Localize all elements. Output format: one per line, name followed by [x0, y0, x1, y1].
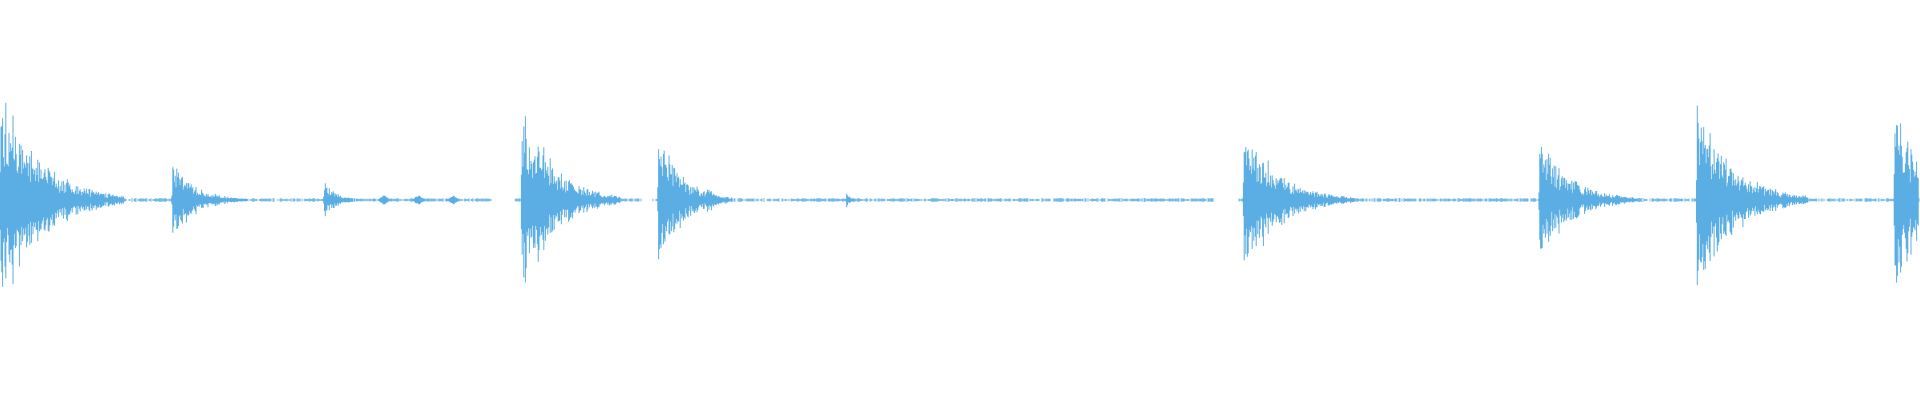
waveform-transients: [0, 102, 1919, 287]
transient-peak-2: [323, 183, 359, 217]
transient-peak-1: [171, 167, 247, 233]
noise-burst-1: [412, 195, 426, 205]
transient-peak-6: [705, 189, 728, 212]
transient-peak-10: [1696, 105, 1809, 286]
transient-peak-8: [1242, 147, 1356, 261]
transient-peak-7: [845, 193, 855, 208]
transient-peak-0: [0, 102, 124, 287]
noise-burst-0: [377, 195, 391, 205]
transient-peak-5: [657, 149, 733, 260]
noise-burst-2: [446, 195, 460, 205]
transient-peak-9: [1538, 146, 1638, 249]
transient-peak-11: [1893, 123, 1919, 283]
transient-peak-4: [568, 183, 594, 218]
